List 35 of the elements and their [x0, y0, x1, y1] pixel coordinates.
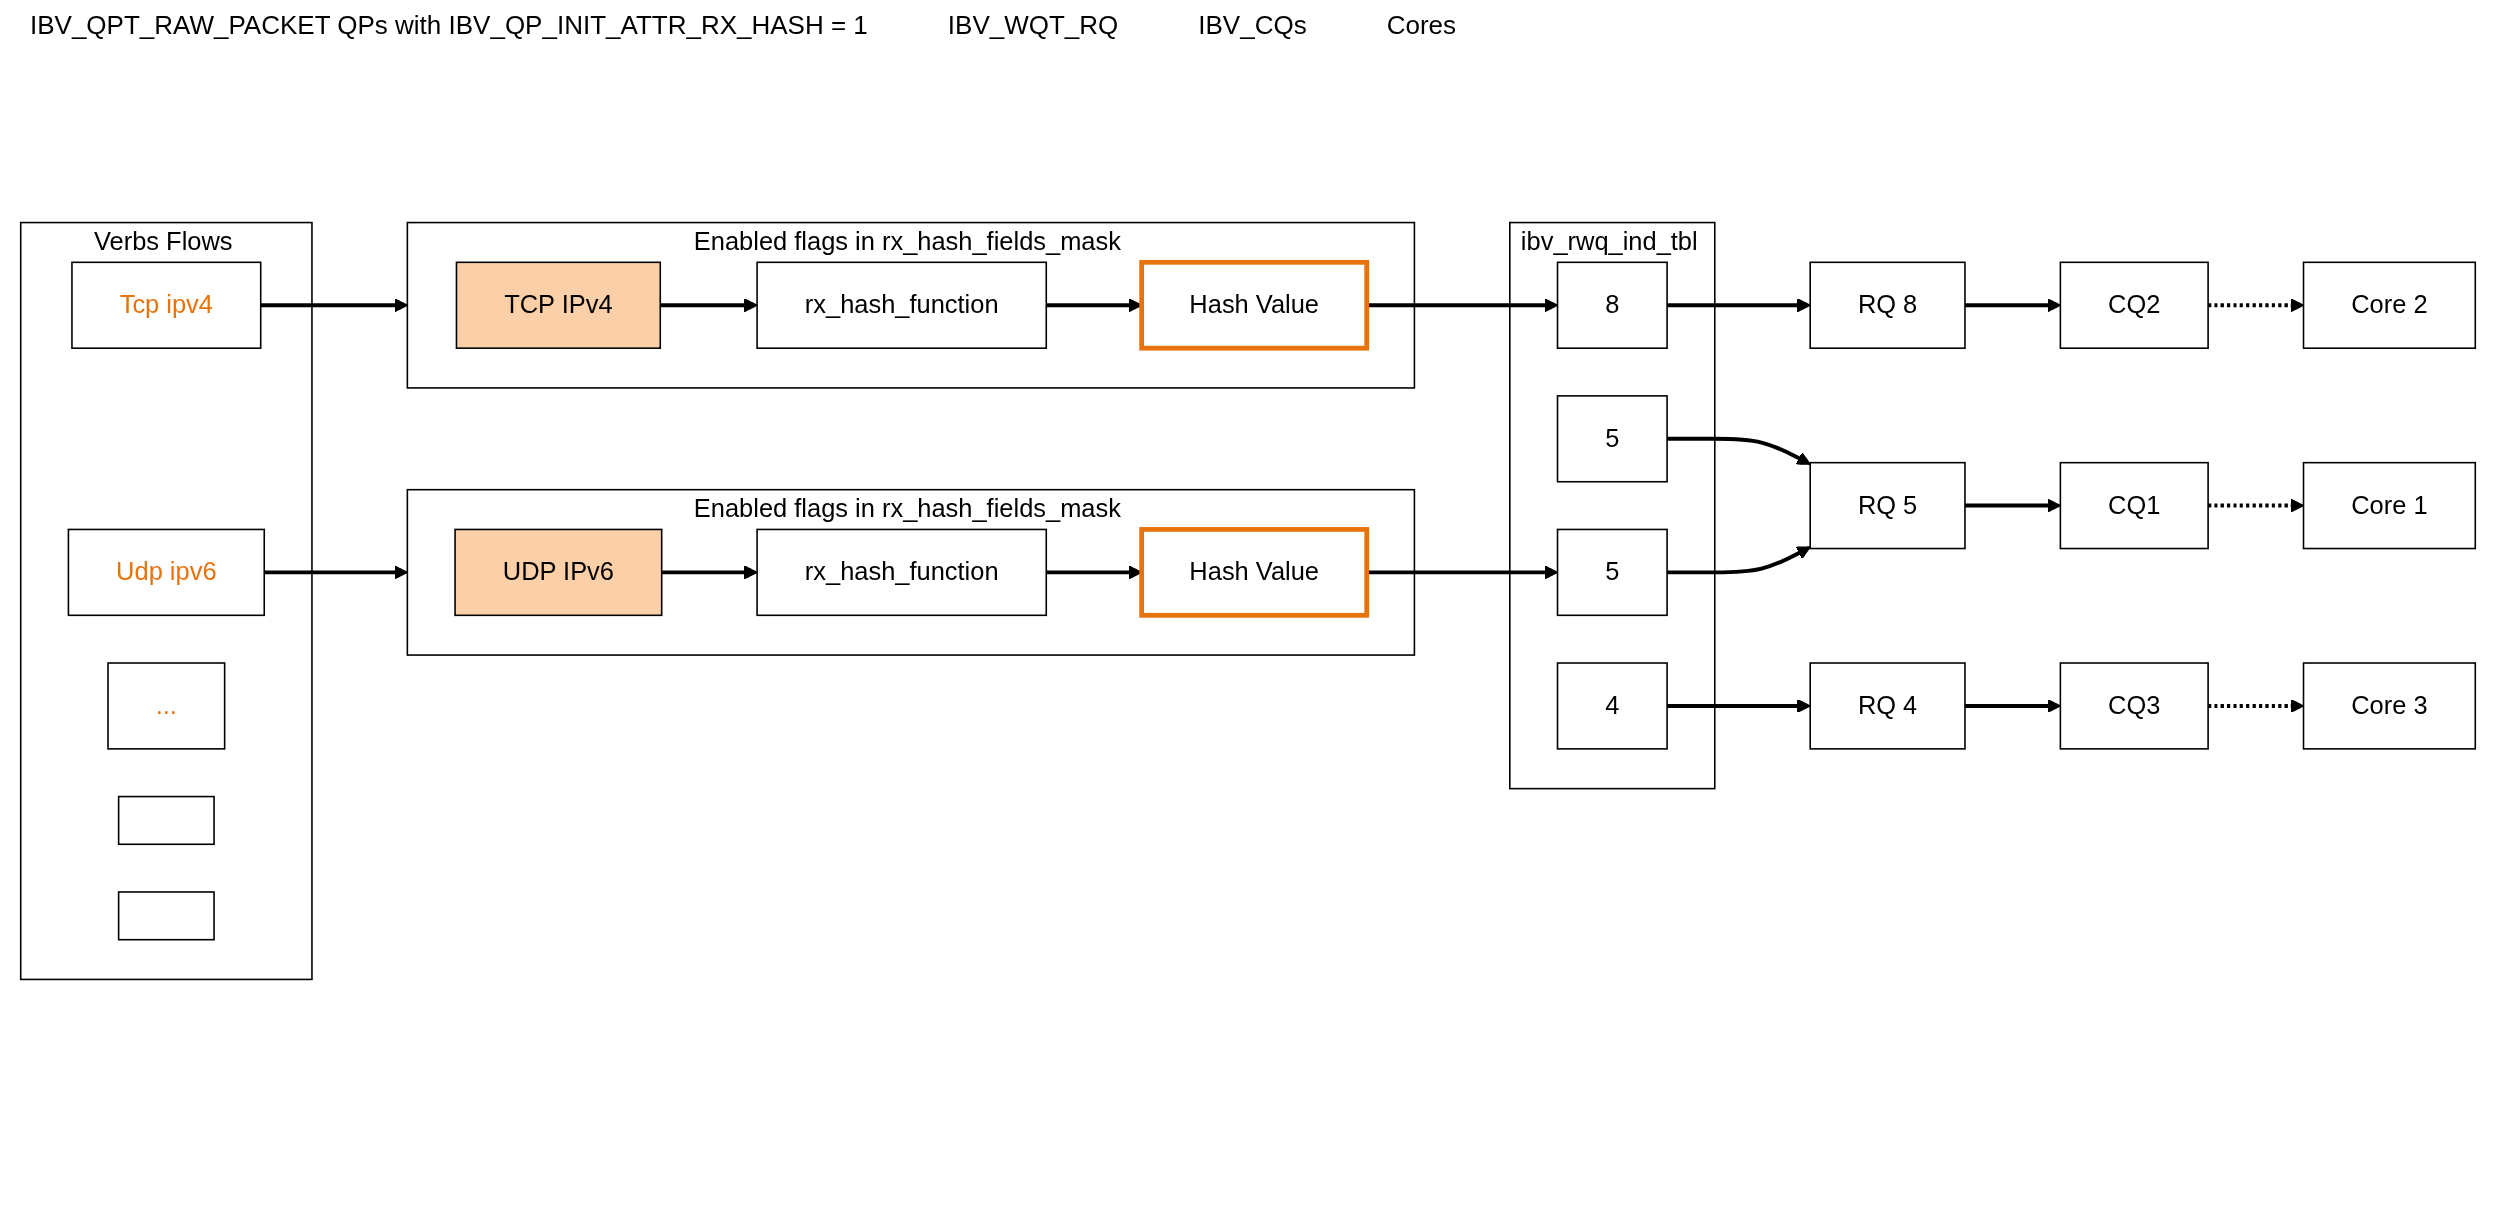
node-box: Core 1	[2302, 461, 2476, 550]
node-box: 8	[1556, 261, 1668, 349]
column-heading: IBV_WQT_RQ	[947, 10, 1119, 41]
node-box	[117, 795, 215, 846]
node-box: Hash Value	[1138, 259, 1369, 351]
node-box: rx_hash_function	[755, 528, 1047, 617]
node-box: UDP IPv6	[453, 528, 662, 617]
arrow	[1666, 546, 1811, 575]
node-box: Tcp ipv4	[70, 261, 261, 349]
arrow	[263, 565, 408, 580]
node-box: Core 3	[2302, 662, 2476, 750]
node-box: CQ3	[2059, 662, 2209, 750]
arrow	[260, 298, 408, 313]
node-box: RQ 8	[1808, 261, 1966, 349]
node-box: RQ 4	[1808, 662, 1966, 750]
node-box: rx_hash_function	[755, 261, 1047, 349]
arrow	[1666, 436, 1811, 465]
node-box: 5	[1556, 528, 1668, 617]
node-box	[117, 891, 215, 941]
column-heading: IBV_CQs	[1198, 10, 1307, 41]
node-box: 5	[1556, 395, 1668, 483]
node-box: CQ1	[2059, 461, 2209, 550]
node-box: RQ 5	[1808, 461, 1966, 550]
arrow	[2207, 498, 2304, 513]
column-heading: IBV_QPT_RAW_PACKET QPs with IBV_QP_INIT_ATTR_RX_HASH = 1	[30, 10, 868, 41]
node-box: ...	[106, 662, 225, 750]
node-box: Core 2	[2302, 261, 2476, 349]
arrow	[2207, 698, 2304, 713]
arrow	[2207, 298, 2304, 313]
node-box: TCP IPv4	[455, 261, 661, 349]
column-heading: Cores	[1386, 10, 1457, 41]
node-box: CQ2	[2059, 261, 2209, 349]
node-box: Udp ipv6	[67, 528, 265, 617]
node-box: Hash Value	[1138, 527, 1369, 618]
node-box: 4	[1556, 662, 1668, 750]
